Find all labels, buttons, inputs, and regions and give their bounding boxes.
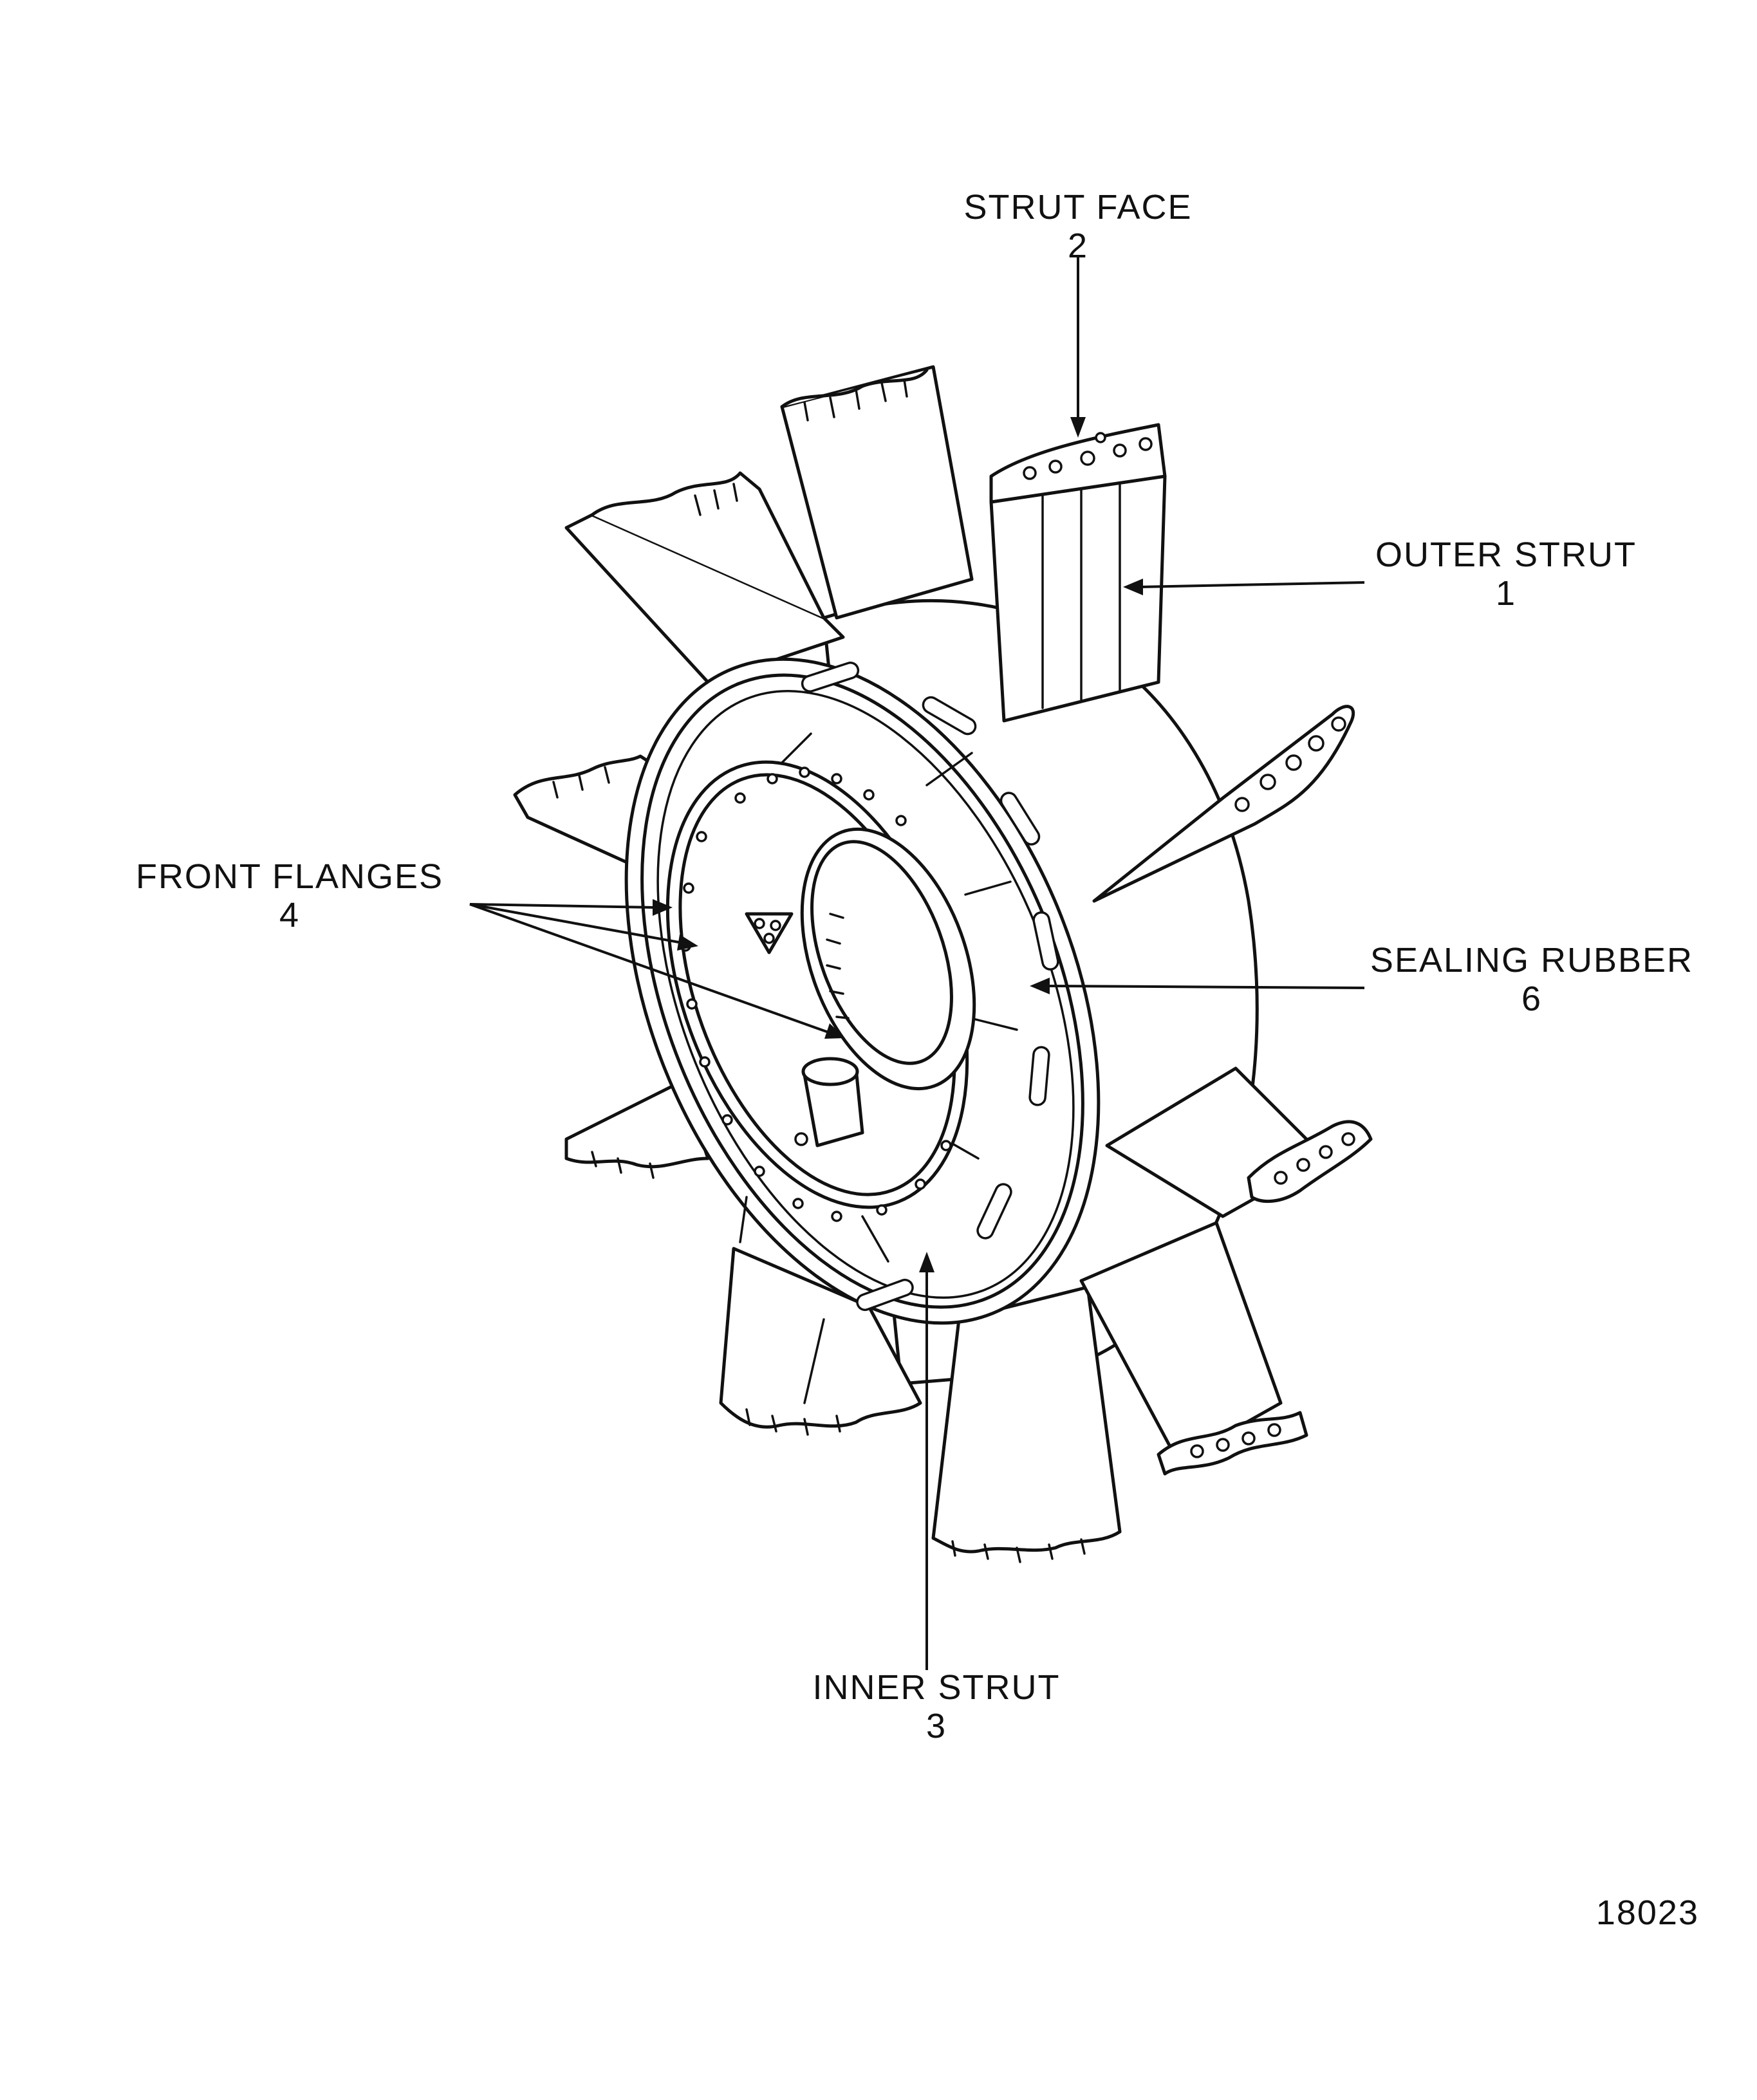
hub-bore [800, 827, 976, 1091]
upper-left-strut [564, 471, 845, 684]
callout-inner-strut-text: INNER STRUT [813, 1668, 1061, 1707]
right-lower-strut [1105, 1066, 1373, 1218]
callout-strut-face-number: 2 [1068, 227, 1088, 265]
right-blade-strut [1092, 705, 1355, 903]
figure-number: 18023 [1596, 1893, 1699, 1932]
callout-outer-strut-text: OUTER STRUT [1375, 535, 1637, 574]
callout-strut-face: STRUT FACE 2 [963, 188, 1192, 265]
triangle-boss [745, 912, 794, 954]
callout-front-flanges-number: 4 [279, 896, 300, 934]
lower-left-strut [564, 1079, 710, 1179]
callout-sealing-rubber-number: 6 [1521, 980, 1542, 1018]
callout-sealing-rubber-text: SEALING RUBBER [1370, 941, 1693, 980]
strut-face [989, 423, 1167, 504]
callout-front-flanges: FRONT FLANGES 4 [136, 857, 443, 934]
upper-strut [780, 365, 974, 620]
callout-front-flanges-text: FRONT FLANGES [136, 857, 443, 896]
outer-strut [989, 474, 1167, 723]
callout-outer-strut-number: 1 [1496, 574, 1516, 613]
callout-inner-strut-number: 3 [926, 1707, 947, 1745]
pipe-boss [794, 1057, 864, 1148]
ring-slots [801, 662, 1059, 1312]
bottom-right-strut [1079, 1221, 1308, 1476]
callout-inner-strut: INNER STRUT 3 [813, 1668, 1061, 1745]
leaders [469, 257, 1365, 1670]
callout-outer-strut: OUTER STRUT 1 [1375, 535, 1637, 613]
bottom-left-strut [719, 1247, 922, 1436]
callout-strut-face-text: STRUT FACE [963, 188, 1192, 227]
bottom-strut [931, 1285, 1122, 1563]
callout-sealing-rubber: SEALING RUBBER 6 [1370, 941, 1693, 1018]
